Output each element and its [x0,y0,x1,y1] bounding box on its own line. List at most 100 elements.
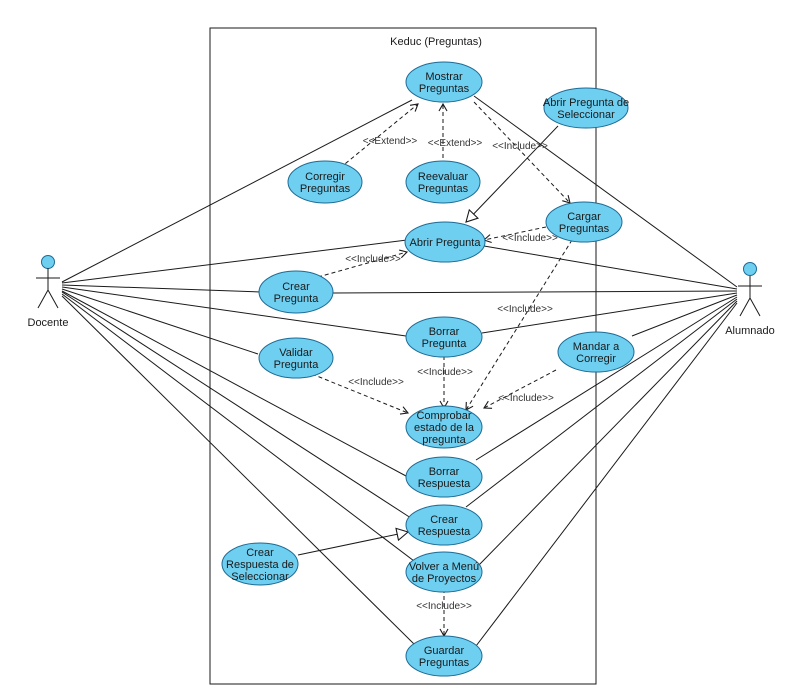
usecase-crear-respuesta-de-seleccionar-ellipse [221,542,299,586]
assoc-docente-abrir [61,239,408,284]
label-include-cargar-abrir: <<Include>> [502,233,558,244]
assoc-alumnado-borrar-respuesta [475,296,738,461]
usecase-abrir-pregunta-de-seleccionar-ellipse [543,87,629,129]
actor-docente-leg-left [37,289,49,309]
usecase-crear-respuesta-label-line-2: Respuesta [418,526,471,538]
usecase-guardar-preguntas-label-line-1: Guardar [424,645,465,657]
dep-cargar-comprobar [465,239,573,411]
assoc-alumnado-crear-respuesta [465,298,738,508]
usecase-borrar-pregunta-label-line-1: Borrar [429,326,460,338]
usecase-volver-menu-proyectos-label-line-1: Volver a Menú [409,561,479,573]
usecase-borrar-respuesta-label-line-1: Borrar [429,466,460,478]
usecase-borrar-respuesta-ellipse [405,456,483,498]
usecase-cargar-preguntas-label-line-2: Preguntas [559,223,610,235]
usecase-crear-pregunta-label-line-1: Crear [282,281,310,293]
usecase-mandar-a-corregir-ellipse [557,331,635,373]
usecase-abrir-pregunta-de-seleccionar-label-line-1: Abrir Pregunta de [543,97,629,109]
assoc-alumnado-crear-pregunta [332,290,738,294]
gen-crear-respuesta-seleccionar-to-crear-respuesta [297,527,410,556]
dep-corregir-mostrar [339,103,419,169]
usecase-corregir-preguntas-ellipse [287,160,363,204]
label-extend-reevaluar: <<Extend>> [428,138,483,149]
relation-labels: <<Extend>> <<Extend>> <<Include>> <<Incl… [345,136,558,612]
usecase-crear-respuesta-label-line-1: Crear [430,514,458,526]
dep-mostrar-cargar [473,101,571,204]
usecase-corregir-preguntas-label-line-2: Preguntas [300,183,351,195]
assoc-docente-volver [61,293,419,565]
usecase-corregir-preguntas-label-line-1: Corregir [305,171,345,183]
usecase-comprobar-estado-label-line-2: estado de la [414,422,475,434]
gen-abrir-seleccionar-to-abrir [465,125,559,223]
usecase-mandar-a-corregir-label-line-2: Corregir [576,353,616,365]
assoc-docente-borrar-respuesta [61,290,407,477]
usecase-validar-pregunta-label-line-1: Validar [279,347,313,359]
assoc-alumnado-borrar-pregunta [481,292,738,334]
dep-validar-comprobar [311,373,410,415]
actor-alumnado[interactable] [738,262,762,317]
usecase-crear-respuesta-ellipse [405,504,483,546]
actor-alumnado-leg-left [739,297,751,317]
usecase-comprobar-estado-label-line-1: Comprobar [416,410,471,422]
dep-crear-abrir [317,249,409,278]
usecase-mostrar-preguntas-ellipse [405,61,483,103]
actor-docente-head-icon [41,255,55,269]
assoc-docente-guardar [61,295,415,645]
assoc-alumnado-abrir [483,245,738,290]
actor-docente-label: Docente [28,317,69,329]
system-title: Keduc (Preguntas) [390,36,482,48]
assoc-docente-validar [61,288,259,355]
assoc-docente-mostrar [61,99,413,283]
usecase-borrar-pregunta-ellipse [405,316,483,358]
usecase-cargar-preguntas-label-line-1: Cargar [567,211,601,223]
generalizations [297,125,559,556]
label-include-validar-comprobar: <<Include>> [348,377,404,388]
label-include-crear-abrir: <<Include>> [345,254,401,265]
label-include-borrar-comprobar: <<Include>> [417,367,473,378]
actor-alumnado-label: Alumnado [725,325,775,337]
usecase-validar-pregunta-label-line-2: Pregunta [274,359,320,371]
actor-alumnado-head-icon [743,262,757,276]
actor-docente[interactable] [36,255,60,309]
docente-associations [61,99,419,645]
usecase-crear-pregunta-label-line-2: Pregunta [274,293,320,305]
assoc-alumnado-mostrar [473,95,738,288]
usecase-abrir-pregunta-de-seleccionar-label-line-2: Seleccionar [557,109,615,121]
usecase-abrir-pregunta-label-line-1: Abrir Pregunta [410,237,482,249]
usecase-guardar-preguntas-ellipse [405,635,483,677]
label-include-volver-guardar: <<Include>> [416,601,472,612]
assoc-alumnado-mandar [631,294,738,337]
usecase-borrar-respuesta-label-line-2: Respuesta [418,478,471,490]
label-include-cargar-comprobar: <<Include>> [497,304,553,315]
usecase-mostrar-preguntas-label-line-1: Mostrar [425,71,463,83]
usecase-crear-respuesta-de-seleccionar-label-line-3: Seleccionar [231,571,289,583]
assoc-docente-borrar-pregunta [61,286,407,337]
usecase-borrar-pregunta-label-line-2: Pregunta [422,338,468,350]
usecase-abrir-pregunta[interactable]: Abrir Pregunta [404,221,486,263]
usecase-mostrar-preguntas-label-line-2: Preguntas [419,83,470,95]
label-extend-corregir: <<Extend>> [363,136,418,147]
usecase-reevaluar-preguntas-ellipse [405,160,481,204]
usecase-comprobar-estado-ellipse [405,405,483,449]
usecase-comprobar-estado-label-line-3: pregunta [422,434,466,446]
usecase-reevaluar-preguntas-label-line-2: Preguntas [418,183,469,195]
label-include-mandar-comprobar: <<Include>> [498,393,554,404]
label-include-mostrar-cargar: <<Include>> [492,141,548,152]
assoc-alumnado-volver [477,300,738,567]
